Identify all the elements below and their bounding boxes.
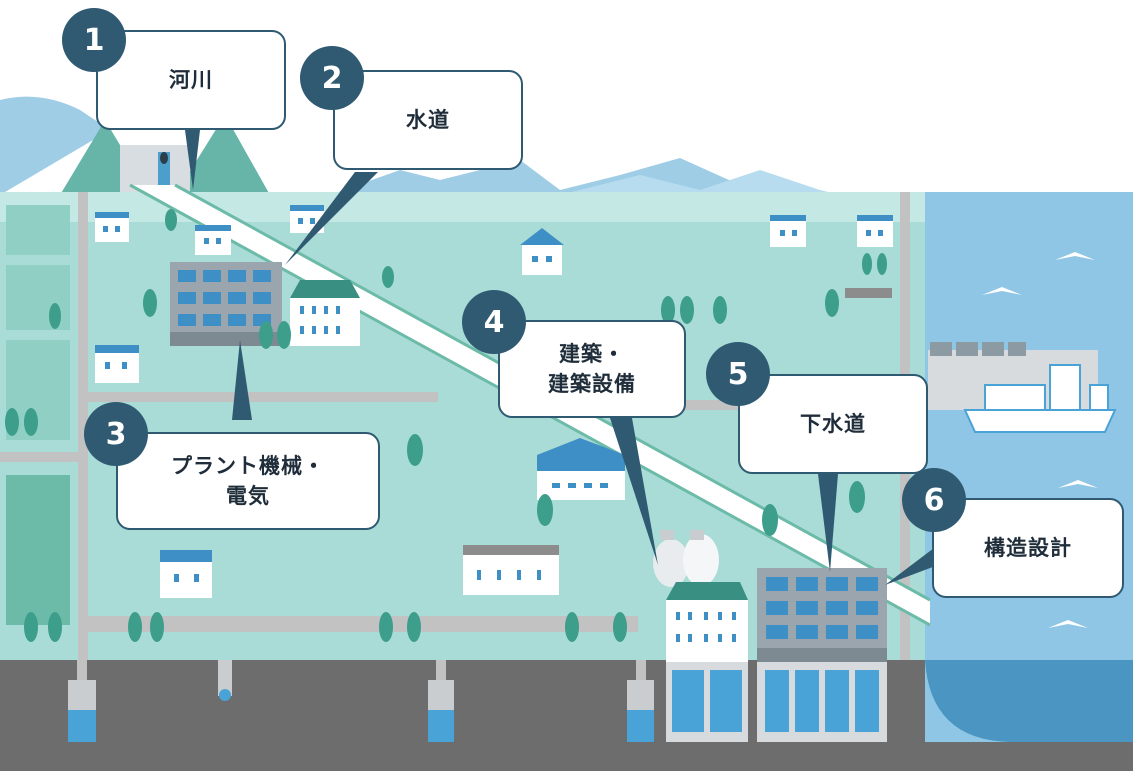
callout-water-supply-number: 2 <box>300 46 364 110</box>
long-building <box>463 545 559 595</box>
callout-water-supply-label: 水道 <box>406 107 450 132</box>
callout-architecture-number: 4 <box>462 290 526 354</box>
callout-river[interactable]: 河川 <box>96 30 286 130</box>
callout-plant-machinery-number: 3 <box>84 402 148 466</box>
pipe-1 <box>68 660 96 742</box>
callout-sewerage-number: 5 <box>706 342 770 406</box>
field-4 <box>6 475 70 625</box>
cargo-ship <box>963 364 1117 433</box>
callout-architecture[interactable]: 建築・ 建築設備 <box>498 320 686 418</box>
road-vertical-left <box>78 192 88 662</box>
pipe-2 <box>218 660 232 701</box>
callout-architecture-label: 建築・ 建築設備 <box>548 341 636 396</box>
callout-plant-machinery[interactable]: プラント機械・ 電気 <box>116 432 380 530</box>
school-building <box>290 280 360 346</box>
trees <box>5 209 887 642</box>
pipe-4 <box>627 660 654 742</box>
pipe-3 <box>428 660 454 742</box>
road-horizontal-1 <box>78 392 438 402</box>
house-8 <box>160 550 212 598</box>
callout-river-number: 1 <box>62 8 126 72</box>
small-shed <box>845 288 892 298</box>
callout-structural-design[interactable]: 構造設計 <box>932 498 1124 598</box>
house-1 <box>95 212 129 242</box>
house-7 <box>857 215 893 247</box>
sea-deep <box>925 660 1133 742</box>
callout-structural-design-label: 構造設計 <box>984 535 1072 560</box>
sewer-plant-building <box>757 568 887 742</box>
callout-plant-machinery-label: プラント機械・ 電気 <box>171 453 325 508</box>
callout-river-label: 河川 <box>169 67 213 92</box>
field-1 <box>6 205 70 255</box>
house-4 <box>95 345 139 383</box>
far-mountains-mid <box>560 170 840 195</box>
sea-waves <box>982 252 1098 628</box>
callout-sewerage-label: 下水道 <box>800 411 866 436</box>
callout-structural-design-number: 6 <box>902 468 966 532</box>
callout-water-supply[interactable]: 水道 <box>333 70 523 170</box>
dam-gate <box>160 152 168 164</box>
house-2 <box>195 225 231 255</box>
road-horizontal-3 <box>78 616 638 632</box>
callout-sewerage[interactable]: 下水道 <box>738 374 928 474</box>
far-mountains <box>0 96 110 195</box>
warehouse <box>537 438 625 500</box>
plant-building <box>666 582 748 742</box>
office-building <box>170 262 282 346</box>
house-6 <box>770 215 806 247</box>
digester-tanks <box>653 530 719 587</box>
callout-pointers <box>185 130 938 585</box>
road-horizontal-2 <box>0 452 78 462</box>
underground-right <box>925 742 1133 771</box>
mountain-right <box>175 115 270 195</box>
house-5 <box>520 228 564 275</box>
